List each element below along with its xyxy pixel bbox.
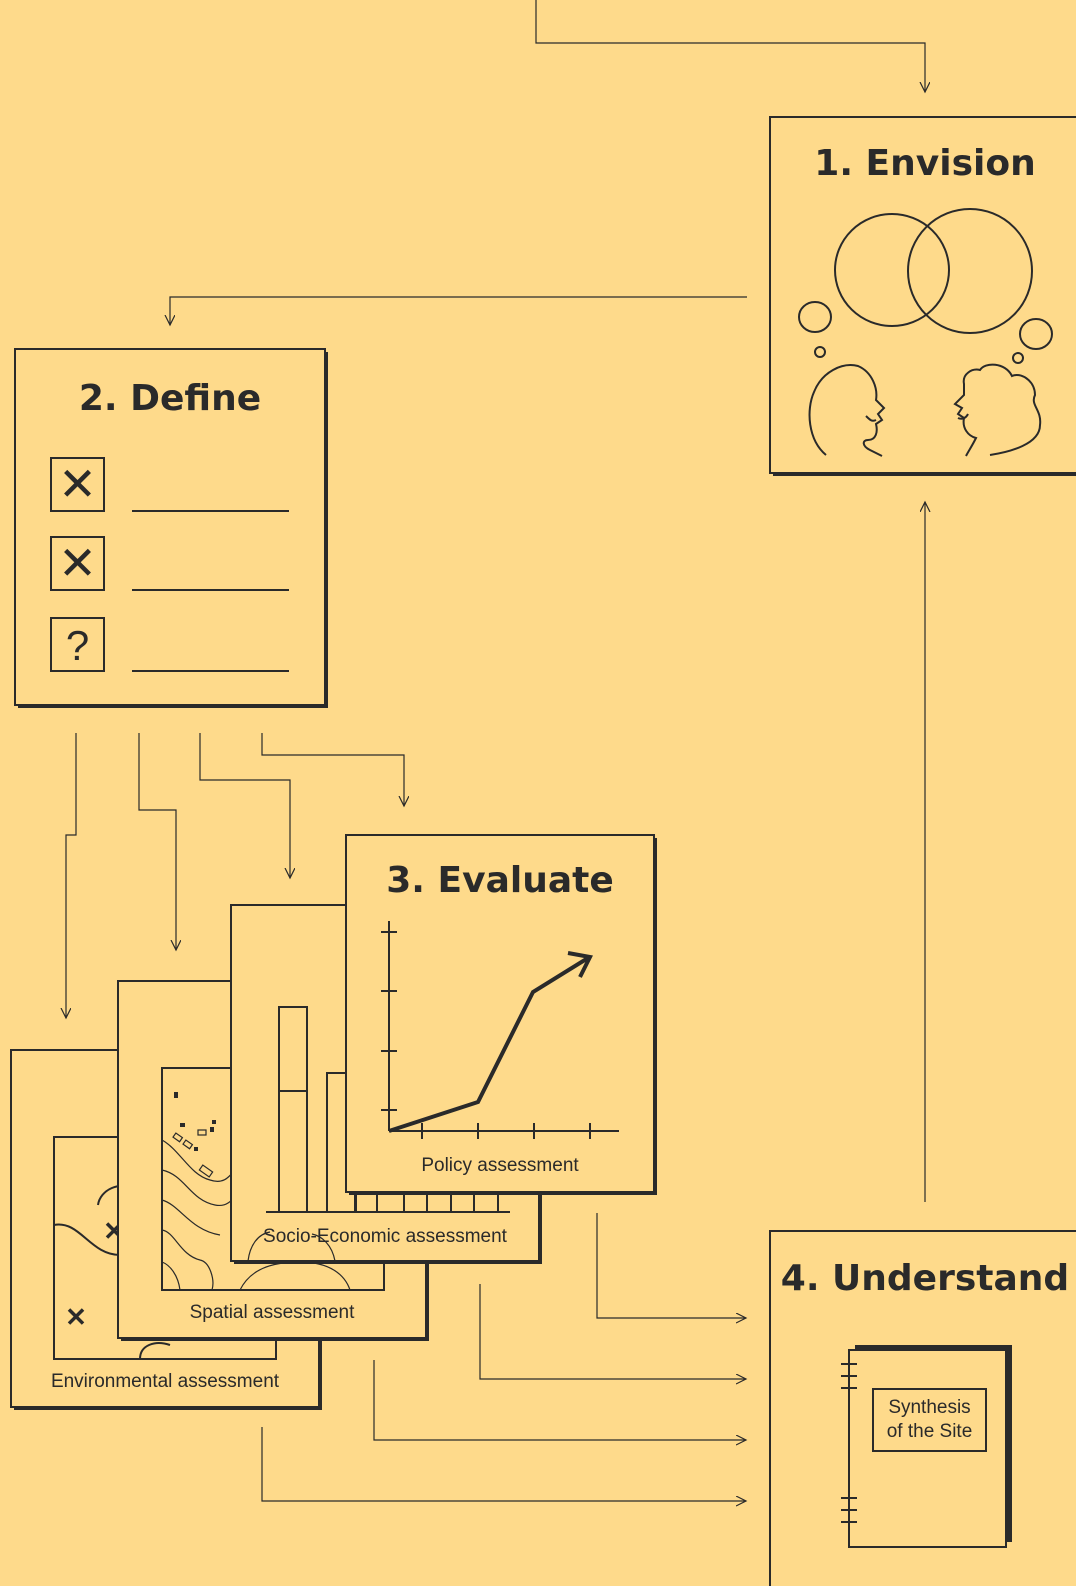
checklist-item: ✕ <box>50 457 289 512</box>
checklist-item: ✕ <box>50 536 289 591</box>
socio-economic-assessment-label: Socio-Economic assessment <box>263 1226 508 1247</box>
arrow-policy-to-understand <box>596 1213 746 1318</box>
evaluate-title: 3. Evaluate <box>386 860 614 901</box>
policy-assessment-label: Policy assessment <box>421 1155 579 1176</box>
synthesis-label-line1: Synthesis <box>888 1397 970 1418</box>
two-people-talking-icon <box>808 363 1042 457</box>
checklist: ✕ ✕ ? <box>50 457 289 672</box>
arrow-define-to-policy <box>261 733 404 806</box>
envision-card: 1. Envision <box>769 116 1076 476</box>
cross-marker-icon: ✕ <box>65 1302 87 1332</box>
synthesis-label-line2: of the Site <box>887 1421 973 1442</box>
understand-card: 4. Understand Synthesis of the Site <box>769 1230 1076 1586</box>
arrow-define-to-spatial <box>138 733 176 950</box>
connectors <box>66 0 925 1501</box>
arrow-define-to-socio-economic <box>199 733 290 878</box>
define-card: 2. Define ✕ ✕ ? <box>14 348 328 708</box>
checkbox-cross-icon: ✕ <box>58 458 97 510</box>
notebook-icon: Synthesis of the Site <box>841 1345 1012 1548</box>
arrow-envision-to-define <box>170 296 747 325</box>
envision-title: 1. Envision <box>814 143 1035 184</box>
arrow-socio-to-understand <box>479 1284 746 1379</box>
trend-arrow-icon <box>388 956 590 1133</box>
bar-chart-icon <box>247 1006 510 1262</box>
arrow-into-envision <box>535 0 925 92</box>
environmental-assessment-label: Environmental assessment <box>51 1371 280 1392</box>
checkbox-question-icon: ? <box>66 622 89 669</box>
evaluate-card: 3. Evaluate Policy assessment <box>345 834 657 1195</box>
define-title: 2. Define <box>79 378 261 419</box>
thought-bubbles-icon <box>798 208 1053 364</box>
understand-title: 4. Understand <box>781 1258 1069 1299</box>
line-chart-icon <box>381 921 619 1139</box>
checklist-item: ? <box>50 617 289 672</box>
arrow-spatial-to-understand <box>373 1360 746 1440</box>
spatial-assessment-label: Spatial assessment <box>190 1302 355 1323</box>
arrow-environmental-to-understand <box>261 1427 746 1501</box>
arrow-define-to-environmental <box>66 733 77 1018</box>
checkbox-cross-icon: ✕ <box>58 537 97 589</box>
